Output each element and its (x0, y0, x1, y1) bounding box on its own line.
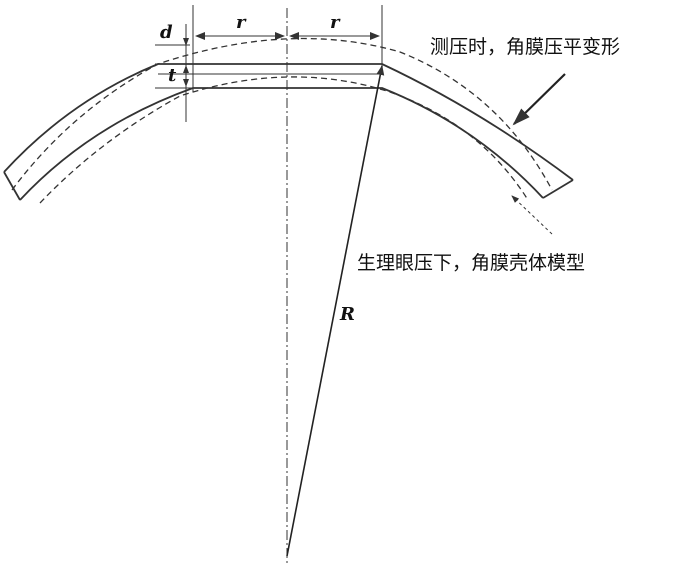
label-r-right: r (330, 12, 341, 33)
label-shell-model: 生理眼压下，角膜壳体模型 (357, 252, 585, 274)
right-end-cap (542, 179, 574, 199)
radius-line (286, 65, 385, 557)
shell-model-inner-arc (39, 76, 529, 204)
left-end-cap (3, 171, 21, 201)
label-d: d (160, 22, 173, 43)
flattened-cornea-outer-arc (3, 63, 574, 181)
label-t: t (168, 65, 177, 86)
flattened-cornea-inner-arc (19, 87, 544, 201)
label-flattened: 测压时，角膜压平变形 (430, 36, 620, 58)
flattened-callout-arrow (512, 73, 566, 126)
shell-model-callout-arrow (511, 195, 553, 235)
shell-model-outer-arc (11, 37, 553, 191)
label-r-left: r (236, 12, 247, 33)
label-R: R (339, 304, 355, 325)
